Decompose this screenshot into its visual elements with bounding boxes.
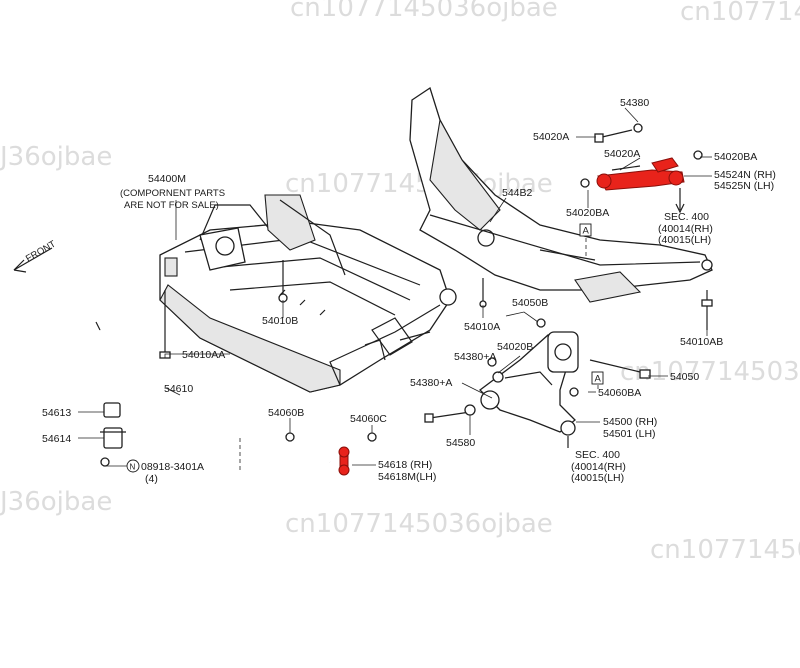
watermark-text-1: cn1077145036ojbae xyxy=(290,0,558,23)
label-sec400-bottom-lh: (40015(LH) xyxy=(571,472,624,484)
label-54380A-upper: 54380+A xyxy=(454,351,496,363)
nut-54020B xyxy=(487,357,497,367)
label-54020BA-top: 54020BA xyxy=(714,151,757,163)
front-arrow-icon xyxy=(13,247,53,273)
label-54524N: 54524N (RH) xyxy=(714,169,776,181)
nut-54060B xyxy=(285,432,295,442)
bolt-54050 xyxy=(589,359,651,379)
label-54060BA: 54060BA xyxy=(598,387,641,399)
label-54614: 54614 xyxy=(42,433,71,445)
front-label: FRONT xyxy=(24,239,58,265)
watermark-text-5: J36ojbae xyxy=(0,487,112,517)
label-54050B: 54050B xyxy=(512,297,548,309)
ref-mark-a-top: A xyxy=(579,223,592,237)
nut-54020BA-top xyxy=(693,150,703,160)
label-sec400-top: SEC. 400 xyxy=(664,211,709,223)
watermark-text-3: J36ojbae xyxy=(0,142,112,172)
label-54010A: 54010A xyxy=(464,321,500,333)
upper-link-highlighted xyxy=(596,157,685,191)
label-54010AB: 54010AB xyxy=(680,336,723,348)
svg-text:A: A xyxy=(595,374,602,385)
label-54050: 54050 xyxy=(670,371,699,383)
stabilizer-link-highlighted xyxy=(338,446,350,476)
label-54020BA-left: 54020BA xyxy=(566,207,609,219)
upper-member xyxy=(409,86,713,303)
label-qty4: (4) xyxy=(145,473,158,485)
bolt-54580 xyxy=(424,404,476,423)
watermark-text-8: cn1077145036ojbae xyxy=(650,535,800,565)
watermark: cn1077145036ojbae cn1077145036ojbae J36o… xyxy=(0,0,800,565)
svg-text:N: N xyxy=(130,463,136,472)
label-54380: 54380 xyxy=(620,97,649,109)
stabilizer-bar xyxy=(92,321,331,467)
ref-mark-n: N xyxy=(126,459,140,473)
label-component-note-2: ARE NOT FOR SALE) xyxy=(124,200,219,211)
washer-54380 xyxy=(633,123,643,133)
label-54613: 54613 xyxy=(42,407,71,419)
bolt-54020A xyxy=(594,129,641,171)
ref-mark-a-bottom: A xyxy=(591,371,604,385)
watermark-text-4: cn1077145036ojbae xyxy=(285,169,553,199)
label-sec400-top-lh: (40015(LH) xyxy=(658,234,711,246)
callout-labels: 54400M (COMPORNENT PARTS ARE NOT FOR SAL… xyxy=(42,97,776,485)
label-sec400-bottom-rh: (40014(RH) xyxy=(571,461,626,473)
label-component-note-1: (COMPORNENT PARTS xyxy=(120,188,225,199)
label-54020A-mid: 54020A xyxy=(604,148,640,160)
washer-54380A xyxy=(492,371,504,383)
bolt-54010A xyxy=(479,278,487,308)
label-54501: 54501 (LH) xyxy=(603,428,656,440)
label-54618M-lh: 54618M(LH) xyxy=(378,471,436,483)
label-54610: 54610 xyxy=(164,383,193,395)
label-54060C: 54060C xyxy=(350,413,387,425)
nut-54050B xyxy=(536,318,546,328)
bolt-54010AB xyxy=(701,290,713,330)
label-54020A-top: 54020A xyxy=(533,131,569,143)
label-54525N: 54525N (LH) xyxy=(714,180,774,192)
watermark-text-6: cn1077145036ojbae xyxy=(285,509,553,539)
label-sec400-top-rh: (40014(RH) xyxy=(658,223,713,235)
label-54020B: 54020B xyxy=(497,341,533,353)
label-54400M: 54400M xyxy=(148,173,186,185)
label-54580: 54580 xyxy=(446,437,475,449)
label-54380A-lower: 54380+A xyxy=(410,377,452,389)
watermark-text-2: cn1077145036ojbae xyxy=(680,0,800,27)
lower-control-arm xyxy=(479,331,579,436)
label-544B2: 544B2 xyxy=(502,187,533,199)
subframe-assembly xyxy=(159,194,457,393)
label-54010B: 54010B xyxy=(262,315,298,327)
label-54060B: 54060B xyxy=(268,407,304,419)
nut-54060BA xyxy=(569,387,579,397)
nut-54020BA-left xyxy=(580,178,590,188)
nut-54060C xyxy=(367,432,377,442)
down-arrow-icon xyxy=(675,188,685,214)
label-54618-rh: 54618 (RH) xyxy=(378,459,432,471)
svg-text:A: A xyxy=(583,226,590,237)
label-54010AA: 54010AA xyxy=(182,349,225,361)
label-54500: 54500 (RH) xyxy=(603,416,657,428)
label-08918: 08918-3401A xyxy=(141,461,204,473)
label-sec400-bottom: SEC. 400 xyxy=(575,449,620,461)
